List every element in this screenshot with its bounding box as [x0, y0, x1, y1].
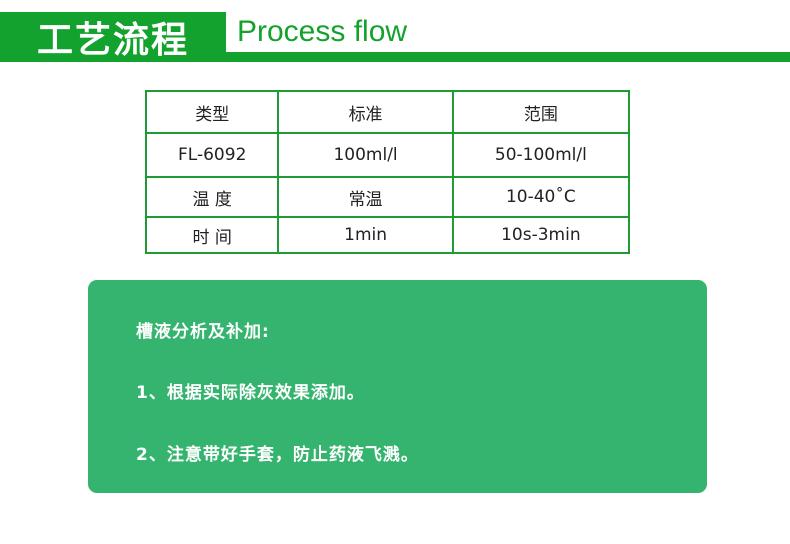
- spec-table: 类型 标准 范围 FL-6092 100ml/l 50-100ml/l 温 度 …: [144, 90, 631, 254]
- table-row: 时 间 1min 10s-3min: [144, 216, 631, 254]
- section-title-cn: 工艺流程: [0, 12, 226, 62]
- notes-panel: 槽液分析及补加: 1、根据实际除灰效果添加。 2、注意带好手套，防止药液飞溅。: [88, 280, 707, 493]
- notes-heading: 槽液分析及补加:: [136, 322, 270, 342]
- table-header-cell: 类型: [144, 90, 280, 134]
- table-cell: 温 度: [144, 176, 280, 218]
- table-cell: FL-6092: [144, 132, 280, 178]
- note-item: 1、根据实际除灰效果添加。: [136, 383, 365, 403]
- table-cell: 10-40˚C: [451, 176, 631, 218]
- table-cell: 1min: [277, 216, 454, 254]
- header-underline-bar: [0, 52, 790, 62]
- table-cell: 时 间: [144, 216, 280, 254]
- table-row: 温 度 常温 10-40˚C: [144, 176, 631, 218]
- section-title-en: Process flow: [237, 15, 408, 48]
- table-cell: 10s-3min: [451, 216, 631, 254]
- table-header-cell: 范围: [451, 90, 631, 134]
- table-cell: 常温: [277, 176, 454, 218]
- table-cell: 100ml/l: [277, 132, 454, 178]
- note-item: 2、注意带好手套，防止药液飞溅。: [136, 445, 419, 465]
- table-header-row: 类型 标准 范围: [144, 90, 631, 134]
- table-header-cell: 标准: [277, 90, 454, 134]
- table-row: FL-6092 100ml/l 50-100ml/l: [144, 132, 631, 178]
- table-cell: 50-100ml/l: [451, 132, 631, 178]
